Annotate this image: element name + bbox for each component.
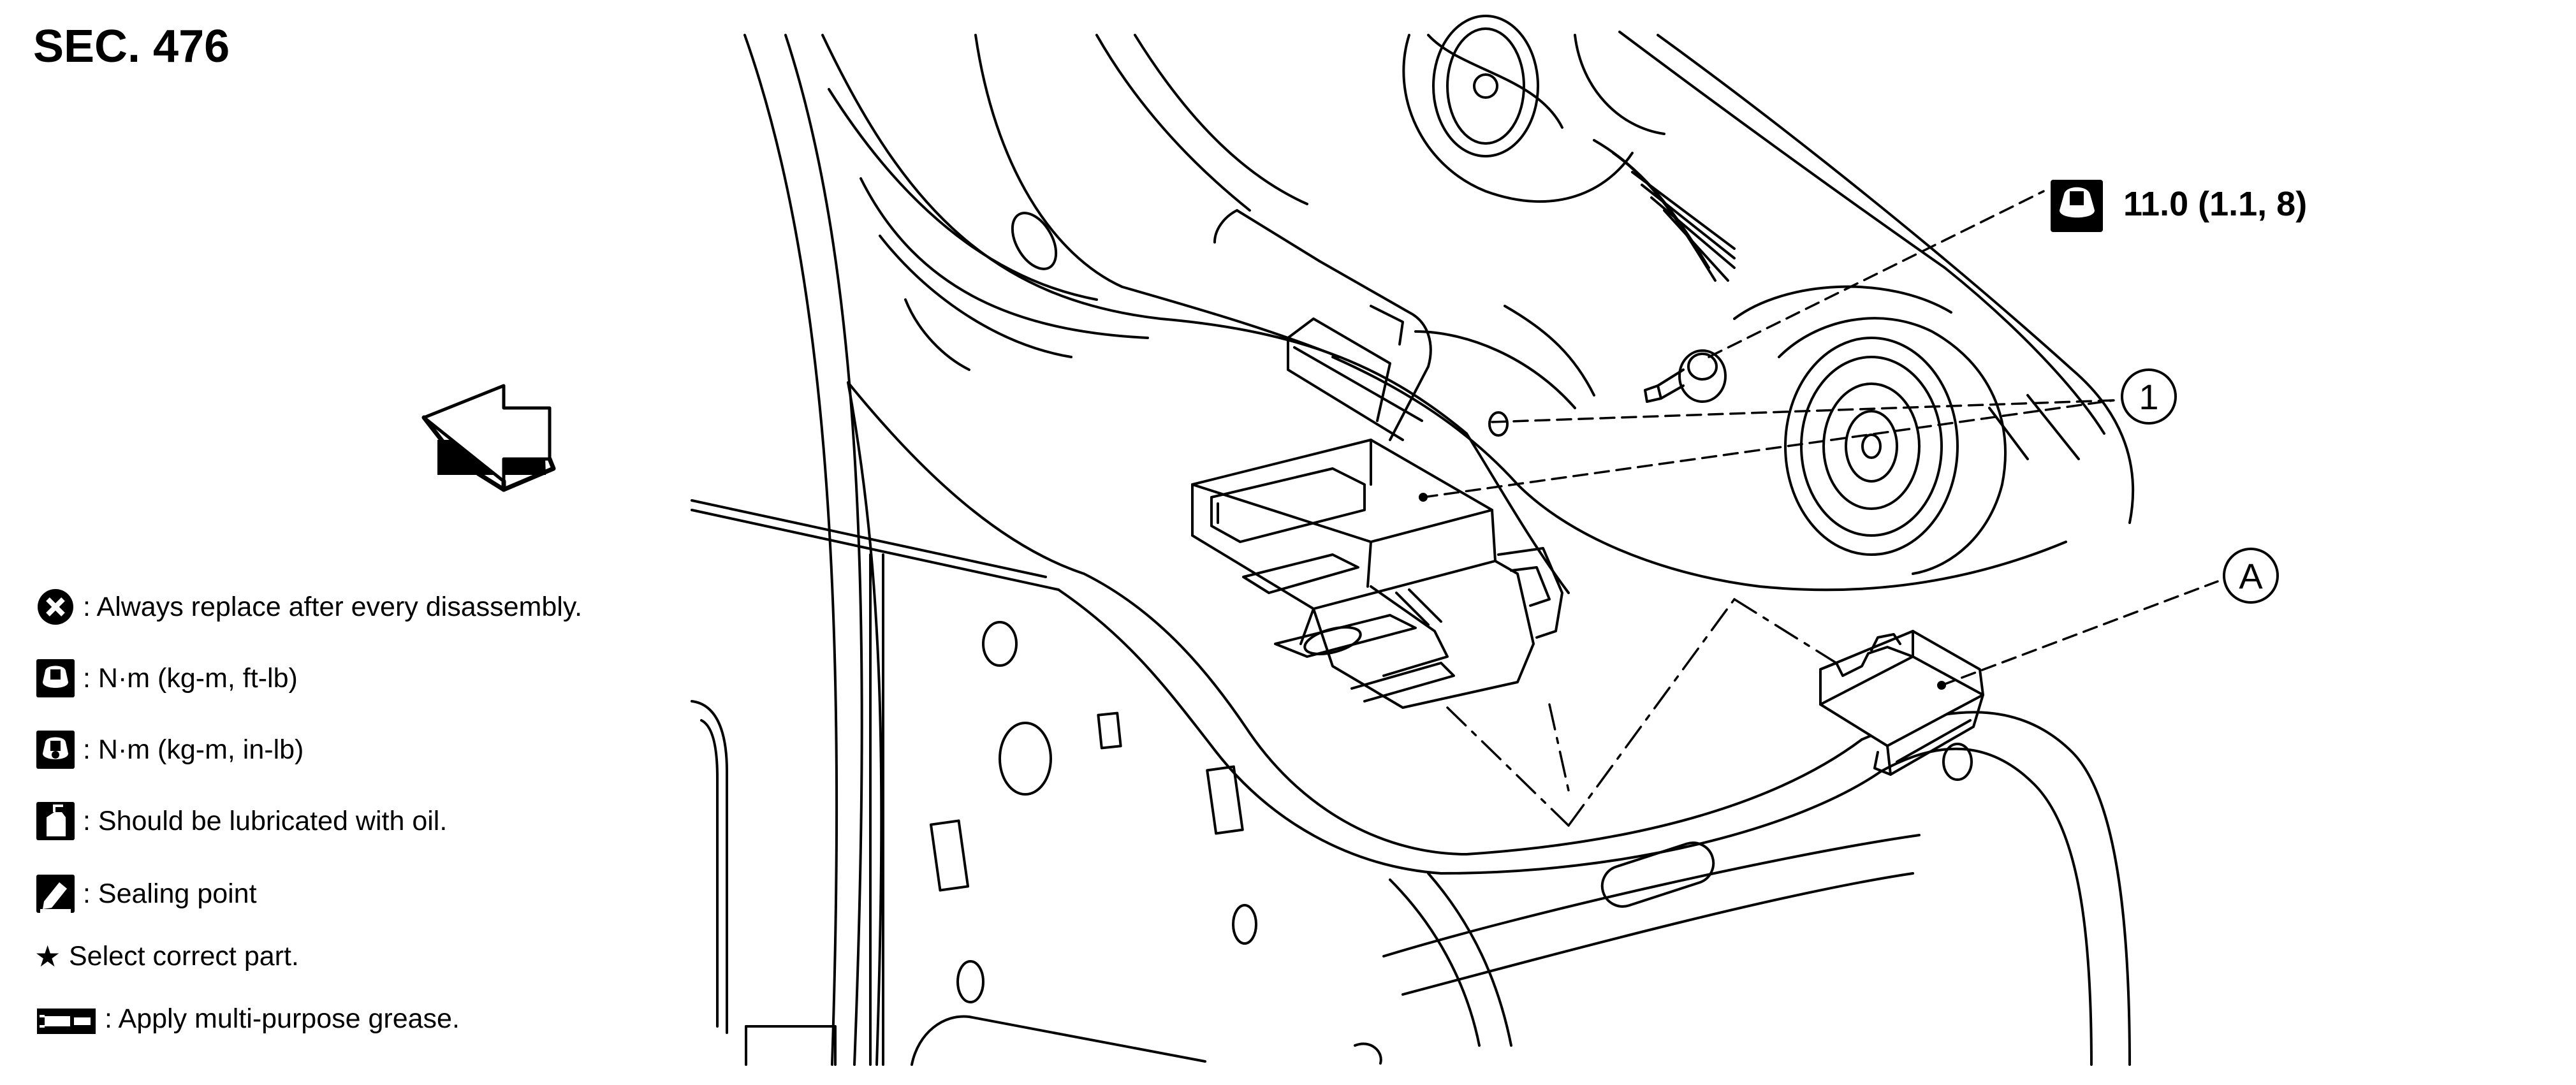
part-label-1: 1 bbox=[2139, 377, 2158, 417]
bolt bbox=[1644, 349, 1727, 403]
grease-gun-icon bbox=[34, 998, 98, 1040]
torque-callout-value: 11.0 (1.1, 8) bbox=[2123, 185, 2307, 223]
control-unit-part-1 bbox=[1191, 439, 1563, 709]
legend-row-grease: : Apply multi-purpose grease. bbox=[34, 993, 460, 1044]
legend-text-replace: : Always replace after every disassembly… bbox=[83, 591, 583, 622]
section-title: SEC. 476 bbox=[33, 21, 230, 72]
legend-text-torque-in-lb: : N·m (kg-m, in-lb) bbox=[83, 734, 304, 765]
legend-text-grease: : Apply multi-purpose grease. bbox=[105, 1003, 460, 1034]
replace-x-icon bbox=[34, 586, 77, 628]
legend-row-lubricate: : Should be lubricated with oil. bbox=[34, 796, 447, 847]
front-direction-arrow-icon bbox=[421, 384, 556, 492]
legend-text-select-part: Select correct part. bbox=[69, 940, 299, 972]
part-label-a: A bbox=[2239, 556, 2263, 596]
legend-text-torque-ft-lb: : N·m (kg-m, ft-lb) bbox=[83, 662, 298, 694]
legend-text-lubricate: : Should be lubricated with oil. bbox=[83, 805, 448, 836]
legend-row-torque-ft-lb: : N·m (kg-m, ft-lb) bbox=[34, 653, 298, 704]
oil-can-icon bbox=[34, 800, 77, 842]
legend-row-select-part: ★ Select correct part. bbox=[34, 931, 299, 982]
torque-wrench-icon bbox=[2051, 180, 2103, 232]
legend-row-sealing: : Sealing point bbox=[34, 868, 257, 919]
legend-row-replace: : Always replace after every disassembly… bbox=[34, 581, 582, 632]
connector-part-a bbox=[1819, 630, 1984, 781]
legend-text-sealing: : Sealing point bbox=[83, 878, 257, 909]
torque-wrench-ft-lb-icon bbox=[34, 657, 77, 699]
torque-wrench-in-lb-icon bbox=[34, 729, 77, 771]
star-icon: ★ bbox=[34, 940, 61, 973]
sealing-point-icon bbox=[34, 873, 77, 915]
legend-row-torque-in-lb: : N·m (kg-m, in-lb) bbox=[34, 724, 304, 775]
